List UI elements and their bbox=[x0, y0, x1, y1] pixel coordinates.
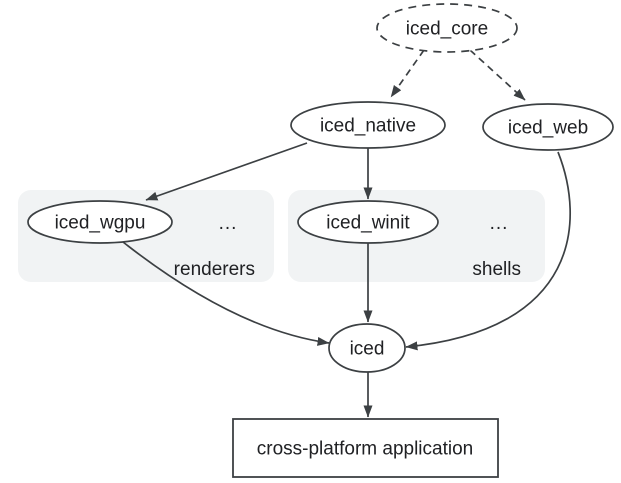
node-iced-web: iced_web bbox=[482, 103, 614, 151]
node-iced: iced bbox=[328, 323, 406, 373]
edge-iced-native-to-iced-wgpu bbox=[145, 142, 308, 201]
iced-native-label: iced_native bbox=[320, 116, 416, 137]
edge-iced-web-to-iced bbox=[405, 151, 572, 351]
renderers-group-label: renderers bbox=[174, 259, 255, 280]
iced-web-label: iced_web bbox=[508, 118, 588, 139]
iced-native-ellipse bbox=[290, 101, 446, 149]
renderers-ellipsis: ... bbox=[219, 213, 238, 234]
node-iced-core: iced_core bbox=[376, 3, 518, 53]
shells-ellipsis: ... bbox=[490, 213, 509, 234]
iced-ellipse bbox=[328, 323, 406, 373]
iced-core-ellipse bbox=[376, 3, 518, 53]
iced-winit-ellipse bbox=[297, 200, 439, 244]
iced-label: iced bbox=[350, 339, 385, 360]
application-rect bbox=[232, 418, 499, 478]
node-iced-native: iced_native bbox=[290, 101, 446, 149]
application-label: cross-platform application bbox=[257, 439, 473, 460]
edge-iced-core-to-iced-native bbox=[390, 49, 425, 98]
edge-iced-core-to-iced-web bbox=[469, 49, 526, 101]
node-application: cross-platform application bbox=[232, 418, 499, 478]
iced-web-ellipse bbox=[482, 103, 614, 151]
shells-group-label: shells bbox=[472, 259, 521, 280]
edge-iced-wgpu-to-iced bbox=[122, 241, 330, 346]
iced-winit-label: iced_winit bbox=[326, 213, 410, 234]
iced-wgpu-label: iced_wgpu bbox=[55, 213, 146, 234]
node-iced-wgpu: iced_wgpu bbox=[27, 200, 173, 244]
node-iced-winit: iced_winit bbox=[297, 200, 439, 244]
iced-wgpu-ellipse bbox=[27, 200, 173, 244]
iced-core-label: iced_core bbox=[406, 19, 488, 40]
